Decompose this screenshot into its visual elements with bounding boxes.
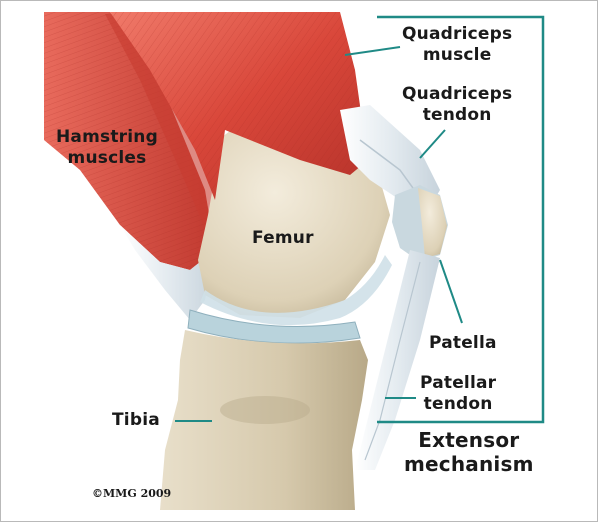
quadriceps-tendon-label-line2: tendon	[402, 105, 512, 126]
patella-label: Patella	[429, 333, 497, 354]
quadriceps-tendon-label: Quadriceps tendon	[402, 84, 512, 126]
quadriceps-muscle-label: Quadriceps muscle	[402, 24, 512, 66]
patella-leader	[440, 260, 462, 323]
patella-bone-shape	[392, 185, 448, 262]
extensor-mechanism-label-line2: mechanism	[404, 452, 534, 476]
extensor-mechanism-label-line1: Extensor	[404, 428, 534, 452]
tibia-label: Tibia	[112, 410, 160, 431]
quadriceps-muscle-label-line1: Quadriceps	[402, 24, 512, 45]
patellar-tendon-label-line1: Patellar	[420, 373, 496, 394]
hamstring-muscles-label-line1: Hamstring	[56, 127, 158, 148]
patellar-tendon-label-line2: tendon	[420, 394, 496, 415]
extensor-mechanism-label: Extensor mechanism	[404, 428, 534, 476]
copyright-text: ©MMG 2009	[92, 487, 171, 500]
femur-label: Femur	[252, 228, 314, 249]
hamstring-muscles-label-line2: muscles	[56, 148, 158, 169]
quadriceps-tendon-label-line1: Quadriceps	[402, 84, 512, 105]
quadriceps-muscle-label-line2: muscle	[402, 45, 512, 66]
hamstring-muscles-label: Hamstring muscles	[56, 127, 158, 169]
quadriceps-muscle-leader	[345, 47, 400, 55]
quadriceps-tendon-leader	[420, 130, 445, 158]
patellar-tendon-label: Patellar tendon	[420, 373, 496, 415]
